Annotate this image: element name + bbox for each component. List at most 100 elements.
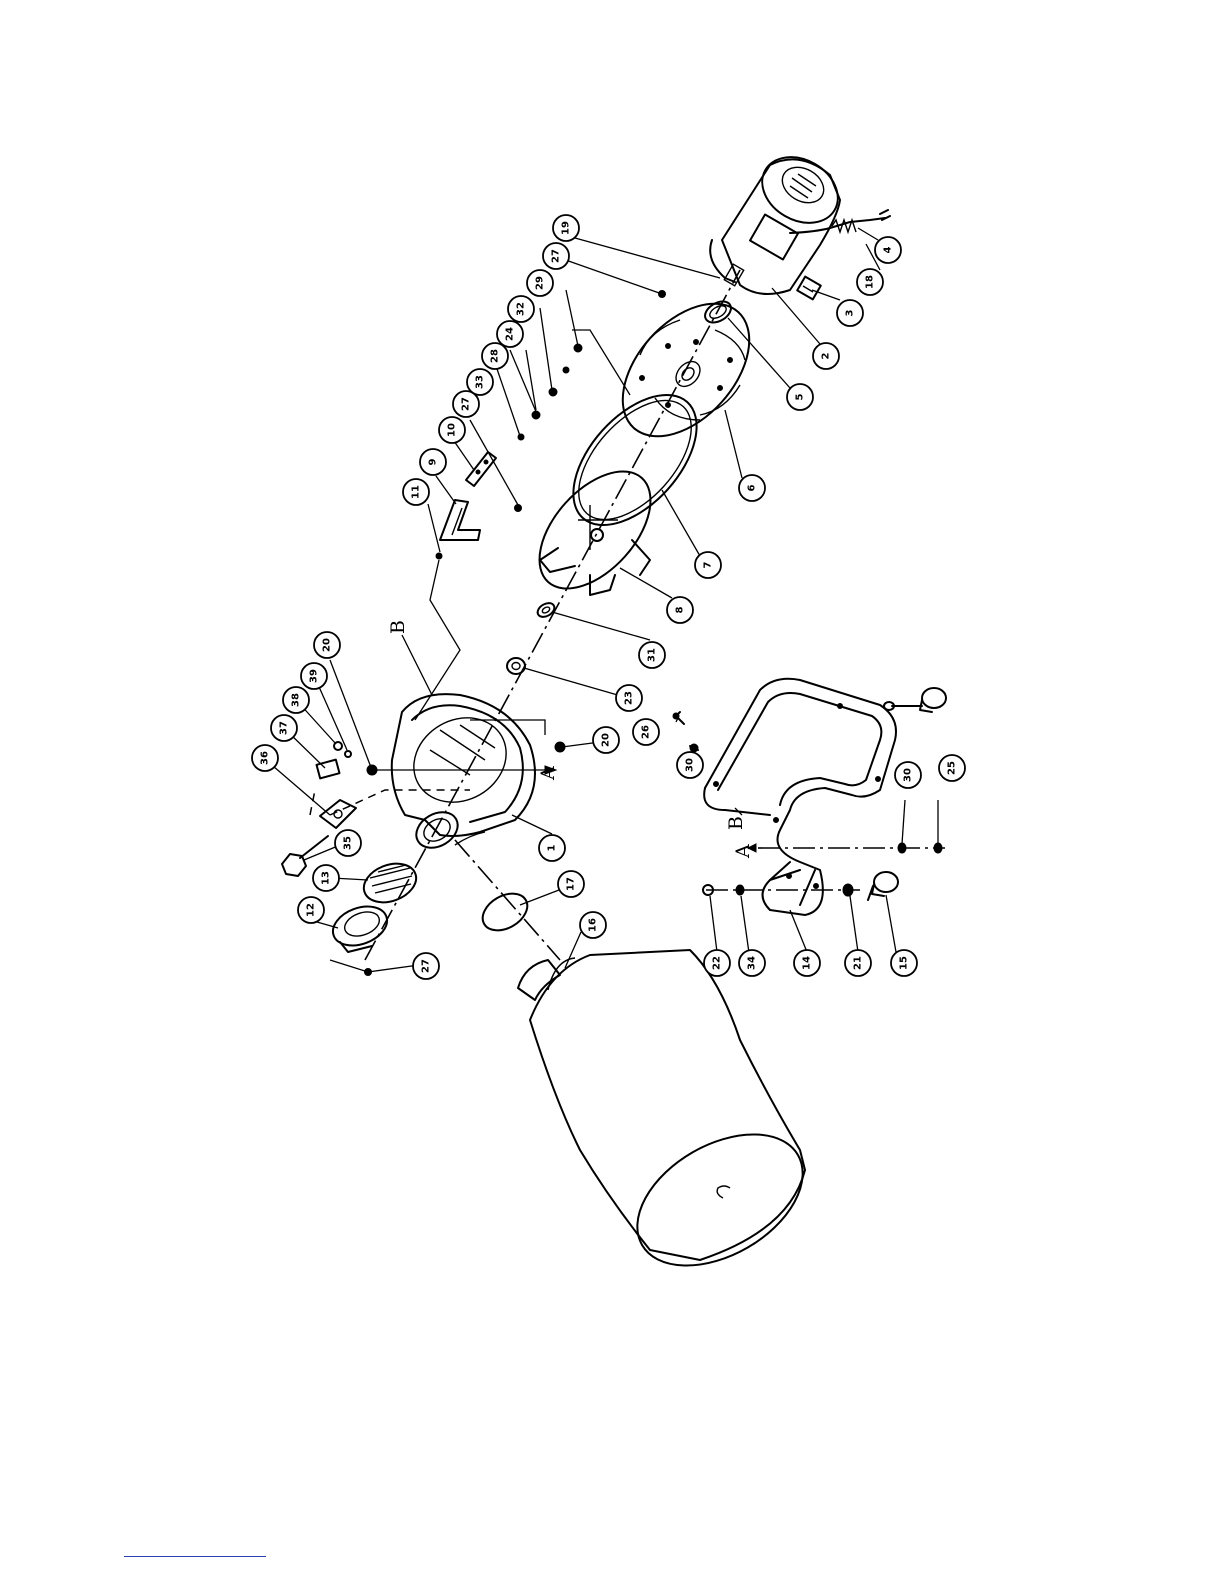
svg-text:15: 15 bbox=[899, 956, 910, 970]
svg-text:26: 26 bbox=[641, 725, 652, 739]
part-bubble-26: 26 bbox=[633, 719, 659, 745]
section-marker-B-cart: B bbox=[725, 816, 747, 830]
leader-lines bbox=[266, 228, 938, 972]
power-cord bbox=[790, 210, 890, 233]
svg-text:3: 3 bbox=[845, 309, 856, 316]
footer-rule bbox=[124, 1556, 266, 1557]
part-bubble-38: 38 bbox=[283, 687, 309, 713]
svg-text:32: 32 bbox=[516, 302, 527, 316]
motor-mount-plate bbox=[598, 280, 774, 460]
part-bubble-22: 22 bbox=[704, 950, 730, 976]
svg-text:25: 25 bbox=[947, 761, 958, 775]
part-bubble-39: 39 bbox=[301, 663, 327, 689]
svg-text:38: 38 bbox=[291, 693, 302, 707]
svg-text:27: 27 bbox=[461, 397, 472, 411]
blower-housing bbox=[392, 694, 535, 855]
part-bubble-2: 2 bbox=[813, 343, 839, 369]
duct-hose bbox=[518, 950, 825, 1293]
svg-text:2: 2 bbox=[821, 352, 832, 359]
svg-text:22: 22 bbox=[712, 956, 723, 970]
hose-clamp bbox=[476, 886, 534, 938]
svg-text:10: 10 bbox=[447, 423, 458, 437]
clip-nut bbox=[345, 751, 351, 757]
frame-bracket bbox=[440, 500, 480, 540]
svg-text:13: 13 bbox=[321, 871, 332, 885]
svg-text:34: 34 bbox=[747, 956, 758, 970]
part-bubble-33: 33 bbox=[467, 369, 493, 395]
svg-text:28: 28 bbox=[490, 349, 501, 363]
part-bubble-20b: 20 bbox=[593, 727, 619, 753]
svg-text:19: 19 bbox=[561, 221, 572, 235]
svg-text:12: 12 bbox=[306, 903, 317, 917]
part-bubble-15: 15 bbox=[891, 950, 917, 976]
motor bbox=[710, 144, 849, 294]
part-bubble-13: 13 bbox=[313, 865, 339, 891]
part-bubble-24: 24 bbox=[497, 321, 523, 347]
washer bbox=[535, 600, 557, 619]
part-bubble-4: 4 bbox=[875, 237, 901, 263]
switch-part bbox=[797, 277, 821, 300]
inlet-guard bbox=[358, 857, 421, 909]
part-bubble-11: 11 bbox=[403, 479, 429, 505]
svg-text:23: 23 bbox=[624, 691, 635, 705]
svg-text:36: 36 bbox=[260, 751, 271, 765]
svg-text:11: 11 bbox=[411, 485, 422, 499]
caster-top bbox=[884, 688, 946, 712]
svg-text:33: 33 bbox=[475, 375, 486, 389]
part-bubble-6: 6 bbox=[739, 475, 765, 501]
part-bubble-17: 17 bbox=[558, 871, 584, 897]
part-bubble-25: 25 bbox=[939, 755, 965, 781]
part-bubble-18: 18 bbox=[857, 269, 883, 295]
part-bubble-31: 31 bbox=[639, 642, 665, 668]
bracket-guide-2 bbox=[310, 790, 315, 815]
svg-text:14: 14 bbox=[802, 956, 813, 970]
strap-line bbox=[415, 560, 460, 720]
part-bubble-30b: 30 bbox=[895, 762, 921, 788]
part-bubble-8: 8 bbox=[667, 597, 693, 623]
svg-text:6: 6 bbox=[747, 484, 758, 491]
section-marker-B-housing: B bbox=[387, 620, 409, 634]
section-B-line bbox=[402, 635, 432, 695]
part-bubble-27b: 27 bbox=[543, 243, 569, 269]
svg-text:21: 21 bbox=[853, 956, 864, 970]
part-bubble-3: 3 bbox=[837, 300, 863, 326]
svg-text:35: 35 bbox=[343, 836, 354, 850]
svg-text:16: 16 bbox=[588, 918, 599, 932]
svg-text:39: 39 bbox=[309, 669, 320, 683]
part-bubble-27c: 27 bbox=[413, 953, 439, 979]
impeller-nut bbox=[507, 658, 525, 674]
svg-text:7: 7 bbox=[703, 561, 714, 568]
svg-text:1: 1 bbox=[547, 844, 558, 851]
mount-bracket bbox=[320, 800, 356, 828]
caster-bottom bbox=[868, 872, 898, 900]
part-bubble-5: 5 bbox=[787, 384, 813, 410]
part-bubble-14: 14 bbox=[794, 950, 820, 976]
svg-text:8: 8 bbox=[675, 606, 686, 613]
part-bubble-19: 19 bbox=[553, 215, 579, 241]
part-bubble-1: 1 bbox=[539, 835, 565, 861]
part-bubble-32: 32 bbox=[508, 296, 534, 322]
svg-text:18: 18 bbox=[865, 275, 876, 289]
svg-text:27: 27 bbox=[551, 249, 562, 263]
part-bubble-16: 16 bbox=[580, 912, 606, 938]
section-marker-A-housing: A bbox=[537, 766, 559, 781]
svg-text:17: 17 bbox=[566, 877, 577, 891]
part-bubble-7: 7 bbox=[695, 552, 721, 578]
part-bubble-9: 9 bbox=[420, 449, 446, 475]
gasket bbox=[550, 373, 720, 548]
svg-text:9: 9 bbox=[428, 458, 439, 465]
part-bubble-30a: 30 bbox=[677, 752, 703, 778]
part-bubble-37: 37 bbox=[271, 715, 297, 741]
part-bubble-35: 35 bbox=[335, 830, 361, 856]
cart-frame bbox=[704, 679, 896, 915]
svg-text:20: 20 bbox=[601, 733, 612, 747]
part-bubble-36: 36 bbox=[252, 745, 278, 771]
part-bubble-34: 34 bbox=[739, 950, 765, 976]
part-bubble-28: 28 bbox=[482, 343, 508, 369]
part-bubble-10: 10 bbox=[439, 417, 465, 443]
svg-text:30: 30 bbox=[685, 758, 696, 772]
svg-text:27: 27 bbox=[421, 959, 432, 973]
section-marker-A-cart: A bbox=[732, 844, 754, 859]
part-bubble-20a: 20 bbox=[314, 632, 340, 658]
